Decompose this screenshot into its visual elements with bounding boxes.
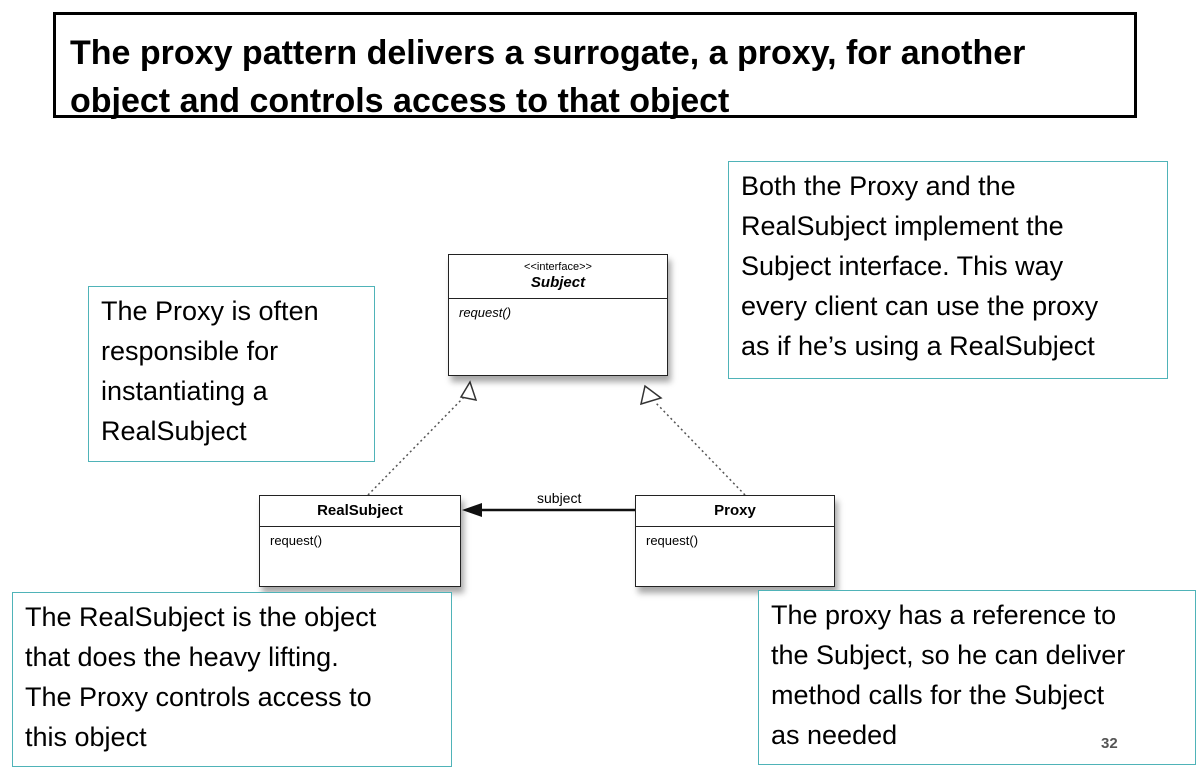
title-line-1: The proxy pattern delivers a surrogate, … bbox=[70, 34, 1026, 72]
note-line: Subject interface. This way bbox=[741, 251, 1064, 281]
note-line: that does the heavy lifting. bbox=[25, 642, 339, 672]
uml-realsubject: RealSubject request() bbox=[259, 495, 461, 587]
note-line: responsible for bbox=[101, 336, 279, 366]
note-line: as needed bbox=[771, 720, 898, 750]
uml-realsubject-name: RealSubject bbox=[317, 502, 403, 519]
note-line: Both the Proxy and the bbox=[741, 171, 1016, 201]
note-left: The Proxy is often responsible for insta… bbox=[88, 286, 375, 462]
uml-proxy-name: Proxy bbox=[714, 502, 756, 519]
note-line: every client can use the proxy bbox=[741, 291, 1099, 321]
note-line: RealSubject implement the bbox=[741, 211, 1064, 241]
note-line: instantiating a bbox=[101, 376, 268, 406]
note-line: The Proxy is often bbox=[101, 296, 319, 326]
uml-proxy: Proxy request() bbox=[635, 495, 835, 587]
association-arrowhead bbox=[462, 503, 482, 517]
uml-subject-method: request() bbox=[459, 305, 512, 320]
uml-subject-stereotype: <<interface>> bbox=[524, 261, 592, 273]
note-bottom-left: The RealSubject is the object that does … bbox=[12, 592, 452, 767]
uml-subject-name: Subject bbox=[530, 274, 586, 291]
uml-realsubject-header: RealSubject bbox=[260, 496, 460, 527]
title-box: The proxy pattern delivers a surrogate, … bbox=[53, 12, 1137, 120]
uml-proxy-method: request() bbox=[646, 533, 699, 548]
realization-arrowhead-proxy bbox=[639, 384, 663, 406]
note-bottom-right: The proxy has a reference to the Subject… bbox=[758, 590, 1196, 765]
note-line: this object bbox=[25, 722, 147, 752]
title-line-2: object and controls access to that objec… bbox=[70, 82, 730, 120]
realization-line-realsubject bbox=[367, 394, 467, 496]
note-line: The proxy has a reference to bbox=[771, 600, 1117, 630]
uml-subject: <<interface>> Subject request() bbox=[448, 254, 668, 376]
realization-arrowhead-realsubject bbox=[459, 380, 478, 401]
note-line: RealSubject bbox=[101, 416, 247, 446]
note-line: The RealSubject is the object bbox=[25, 602, 377, 632]
uml-proxy-header: Proxy bbox=[636, 496, 834, 527]
note-line: the Subject, so he can deliver bbox=[771, 640, 1126, 670]
note-line: method calls for the Subject bbox=[771, 680, 1105, 710]
association-label: subject bbox=[537, 490, 582, 506]
note-line: as if he’s using a RealSubject bbox=[741, 331, 1095, 361]
realization-line-proxy bbox=[654, 401, 746, 496]
note-top-right: Both the Proxy and the RealSubject imple… bbox=[728, 161, 1168, 379]
note-line: The Proxy controls access to bbox=[25, 682, 372, 712]
uml-realsubject-method: request() bbox=[270, 533, 323, 548]
uml-subject-header: <<interface>> Subject bbox=[449, 255, 667, 299]
page-number: 32 bbox=[1101, 735, 1118, 752]
